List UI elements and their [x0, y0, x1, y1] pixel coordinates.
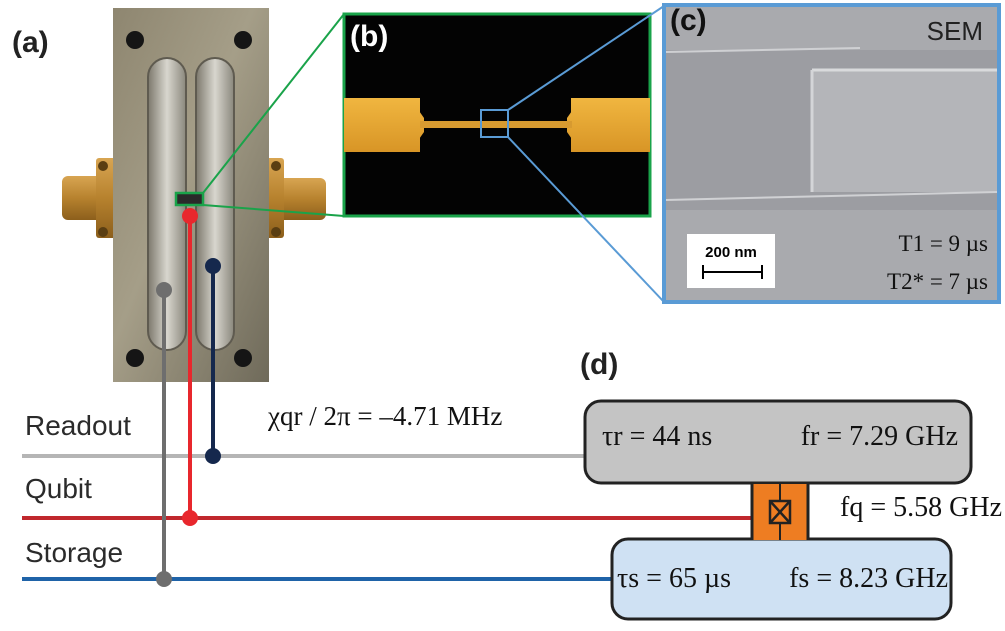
t2-label: T2* = 7 µs: [887, 269, 988, 294]
scale-bar: [702, 265, 763, 279]
panel-label-d: (d): [580, 348, 619, 381]
storage-label: Storage: [25, 537, 124, 568]
sem-tag: SEM: [927, 16, 983, 46]
zoom-box-b: [480, 109, 509, 138]
sma-connector-left: [62, 158, 116, 238]
readout-freq: fr = 7.29 GHz: [801, 421, 958, 452]
t1-label: T1 = 9 µs: [899, 231, 989, 256]
storage-tau: τs = 65 µs: [617, 563, 731, 594]
panel-label-a: (a): [12, 26, 49, 59]
sma-connector-right: [264, 158, 326, 238]
scale-bar-label: 200 nm: [705, 244, 757, 261]
panel-label-b: (b): [350, 20, 389, 53]
qubit-port-node: [182, 510, 198, 526]
chip-outline: [174, 191, 205, 207]
mounting-holes: [126, 31, 252, 367]
readout-label: Readout: [25, 410, 131, 441]
storage-port-top: [156, 282, 172, 298]
qubit-freq: fq = 5.58 GHz: [840, 492, 1002, 523]
sem-texture: [665, 47, 998, 210]
readout-port-top: [205, 258, 221, 274]
junction-pads: [344, 98, 650, 152]
storage-freq: fs = 8.23 GHz: [789, 563, 948, 594]
readout-resonator-box: [583, 399, 973, 485]
scale-bar-box: [687, 234, 775, 288]
qubit-label: Qubit: [25, 473, 92, 504]
panel-label-c: (c): [670, 4, 707, 37]
dispersive-shift: χqr / 2π = –4.71 MHz: [267, 401, 502, 431]
storage-port-node: [156, 571, 172, 587]
readout-tau: τr = 44 ns: [602, 421, 712, 452]
qubit-port-top: [182, 208, 198, 224]
readout-port-node: [205, 448, 221, 464]
